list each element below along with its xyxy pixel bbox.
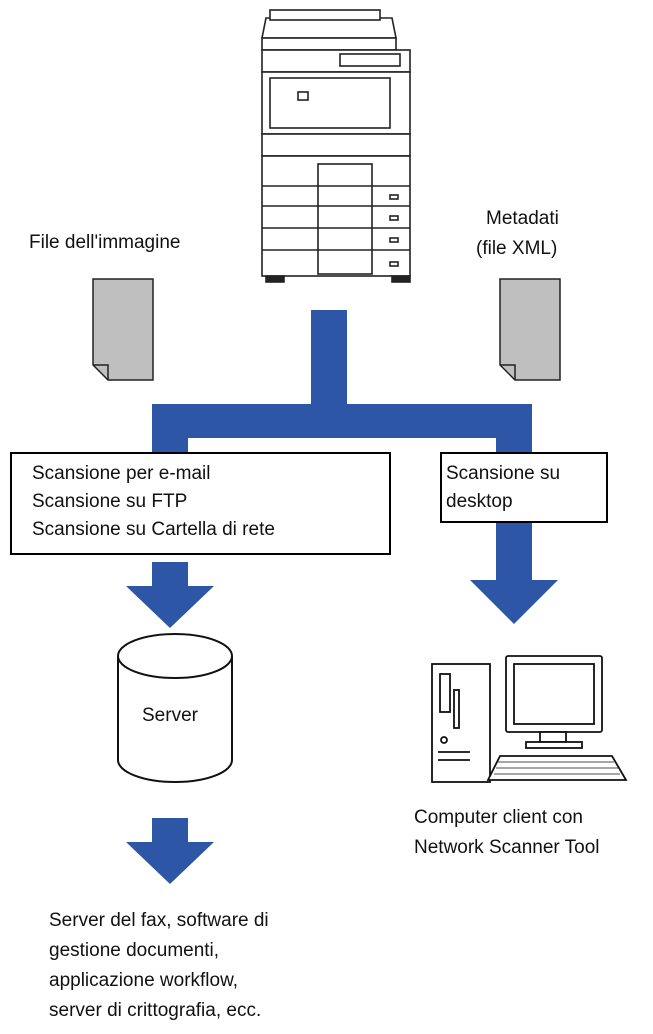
client-computer-label-line2: Network Scanner Tool (414, 837, 600, 858)
client-computer-icon (431, 655, 628, 783)
destination-line: Server del fax, software di (49, 910, 269, 931)
scan-to-desktop-line1: Scansione su (446, 463, 561, 484)
server-icon (117, 633, 233, 783)
destination-line: gestione documenti, (49, 940, 220, 961)
metadata-label-line1: Metadati (486, 208, 559, 229)
arrow-to-server (126, 562, 214, 628)
flow-connectors (152, 310, 532, 464)
destination-line: applicazione workflow, (49, 970, 239, 991)
arrow-to-destinations (126, 818, 214, 884)
scan-method-network-folder: Scansione su Cartella di rete (32, 519, 275, 540)
arrow-to-client (470, 522, 558, 624)
destinations-text: Server del fax, software di gestione doc… (49, 907, 269, 1025)
server-label: Server (142, 705, 198, 726)
scan-to-desktop-line2: desktop (446, 491, 513, 512)
multifunction-printer-icon (261, 9, 411, 283)
metadata-label-line2: (file XML) (476, 238, 558, 259)
image-file-document-icon (92, 278, 154, 381)
image-file-label: File dell'immagine (29, 232, 181, 253)
client-computer-label-line1: Computer client con (414, 807, 583, 828)
scan-method-email: Scansione per e-mail (32, 463, 211, 484)
scan-method-ftp: Scansione su FTP (32, 491, 188, 512)
destination-line: server di crittografia, ecc. (49, 1000, 262, 1021)
metadata-file-document-icon (499, 278, 561, 381)
scan-to-desktop-box: Scansione su desktop (440, 452, 608, 523)
scan-methods-box: Scansione per e-mail Scansione su FTP Sc… (10, 452, 391, 555)
